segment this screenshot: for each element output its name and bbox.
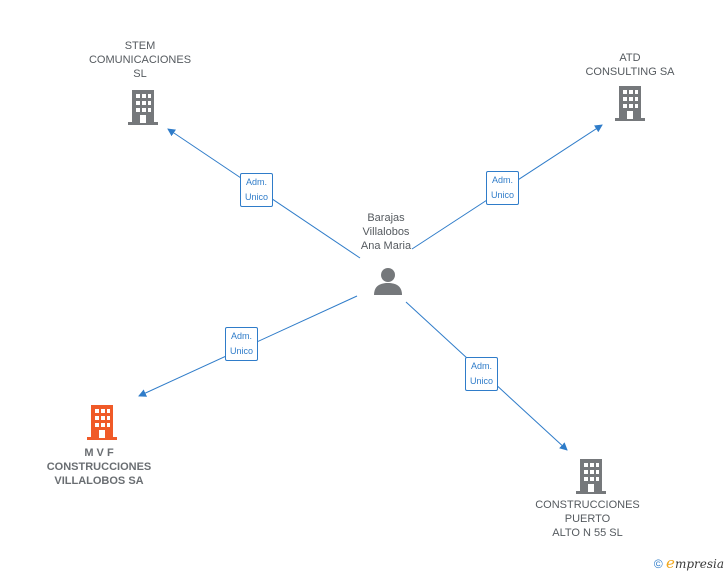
company-mvf-name[interactable]: M V F CONSTRUCCIONES VILLALOBOS SA [46, 447, 152, 487]
footer-brand: © empresia [654, 554, 724, 572]
person-icon[interactable] [373, 266, 403, 296]
building-icon[interactable] [575, 459, 607, 494]
building-icon[interactable] [86, 405, 118, 440]
edge-label-atd[interactable]: Adm. Unico [486, 171, 520, 205]
empresia-logo[interactable]: empresia [666, 554, 724, 572]
edge-label-mvf[interactable]: Adm. Unico [225, 327, 259, 361]
company-atd-name[interactable]: ATD CONSULTING SA [585, 52, 675, 78]
person-name[interactable]: Barajas Villalobos Ana Maria [360, 212, 412, 252]
building-icon[interactable] [614, 86, 646, 121]
edge-label-puerto[interactable]: Adm. Unico [465, 357, 499, 391]
edge-label-stem[interactable]: Adm. Unico [240, 173, 274, 207]
company-puerto-name[interactable]: CONSTRUCCIONES PUERTO ALTO N 55 SL [535, 499, 640, 539]
company-stem-name[interactable]: STEM COMUNICACIONES SL [88, 40, 192, 80]
building-icon[interactable] [127, 90, 159, 125]
copyright-symbol: © [653, 557, 663, 571]
